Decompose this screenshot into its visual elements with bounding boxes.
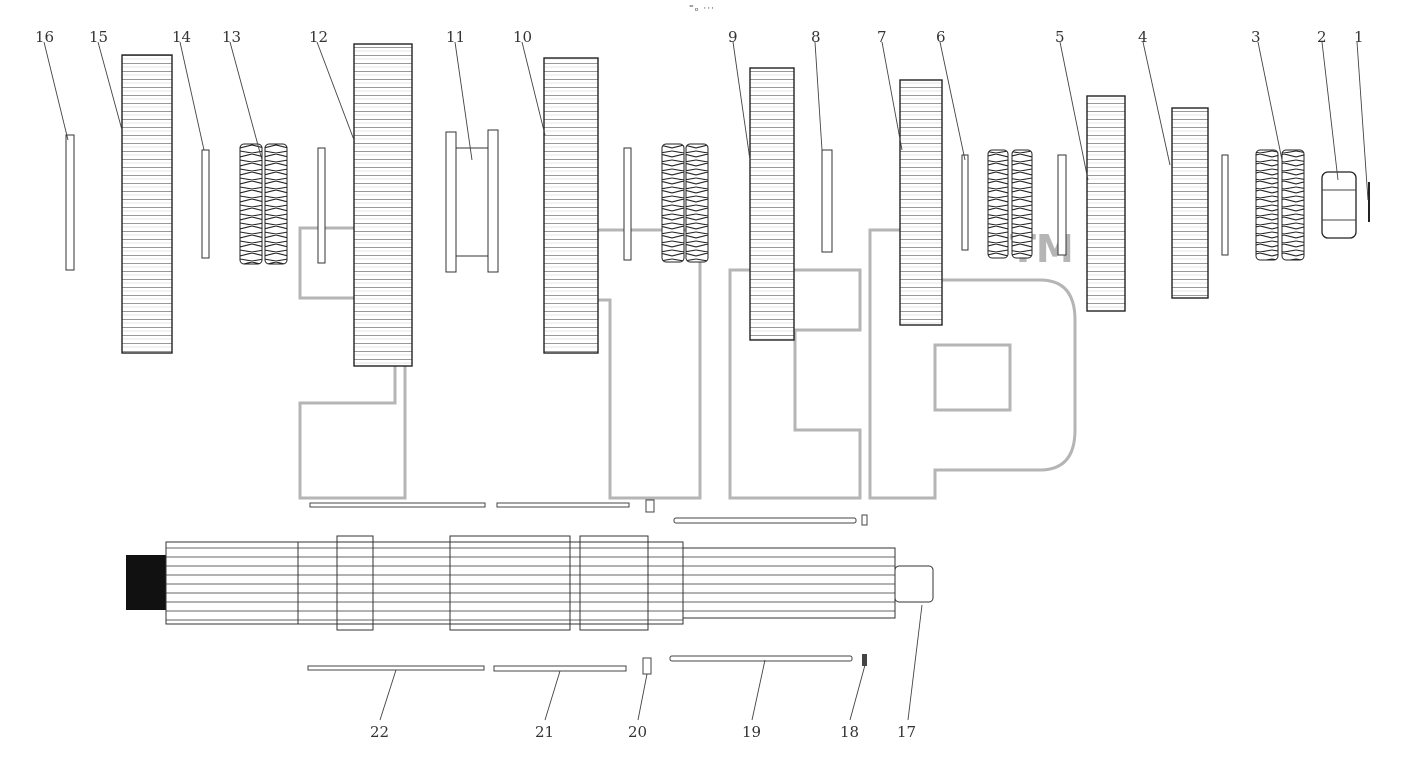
part-13-bearing xyxy=(239,143,288,265)
callout-20: 20 xyxy=(628,723,648,741)
part-11-sleeve xyxy=(445,129,499,273)
part-9-gear xyxy=(749,67,795,341)
lower-keys xyxy=(307,654,867,675)
watermark: TM xyxy=(298,226,1077,500)
callout-10: 10 xyxy=(513,28,533,46)
callout-7: 7 xyxy=(877,28,887,46)
part-14-washer xyxy=(201,149,210,259)
callout-5: 5 xyxy=(1055,28,1065,46)
part-6-bearing xyxy=(961,149,1067,259)
callout-19: 19 xyxy=(742,723,762,741)
callout-17: 17 xyxy=(897,723,917,741)
part-17-shaft xyxy=(126,535,934,631)
upper-keys xyxy=(309,499,868,526)
callout-6: 6 xyxy=(936,28,946,46)
leader-lines xyxy=(43,41,1369,721)
callout-18: 18 xyxy=(840,723,860,741)
part-1-pin xyxy=(1368,182,1370,222)
part-2-nut xyxy=(1321,171,1357,239)
callout-3: 3 xyxy=(1251,28,1261,46)
part-10-gear xyxy=(543,57,709,354)
callout-1: 1 xyxy=(1354,28,1364,46)
part-7-gear xyxy=(899,79,943,326)
part-3-bearing xyxy=(1255,149,1305,261)
callout-2: 2 xyxy=(1317,28,1327,46)
callout-8: 8 xyxy=(811,28,821,46)
callout-21: 21 xyxy=(535,723,555,741)
callout-12: 12 xyxy=(309,28,329,46)
callout-16: 16 xyxy=(35,28,55,46)
callout-15: 15 xyxy=(89,28,109,46)
part-8-washer xyxy=(821,149,833,253)
part-16-washer xyxy=(65,134,75,271)
toolbar-glyph: ⁼ₒ ··· xyxy=(689,4,715,14)
callout-9: 9 xyxy=(728,28,738,46)
part-15-gear xyxy=(121,54,173,354)
part-5-gear xyxy=(1086,95,1126,312)
part-4-gear xyxy=(1171,107,1229,299)
callout-4: 4 xyxy=(1138,28,1148,46)
callout-14: 14 xyxy=(172,28,192,46)
part-12-gear xyxy=(317,43,413,367)
callout-11: 11 xyxy=(446,28,466,46)
callout-13: 13 xyxy=(222,28,242,46)
callout-22: 22 xyxy=(370,723,390,741)
